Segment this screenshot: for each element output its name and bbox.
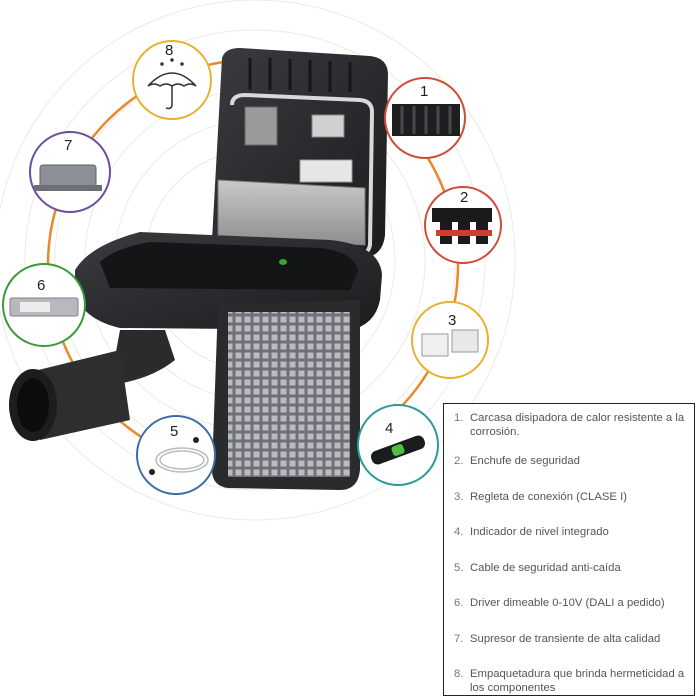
- callout-4-level-indicator: 4: [357, 404, 439, 486]
- legend-number: 4.: [454, 526, 464, 538]
- callout-number: 7: [64, 137, 72, 154]
- callout-7-surge-protector: 7: [29, 131, 111, 213]
- legend-box: 1. Carcasa disipadora de calor resistent…: [443, 403, 695, 696]
- terminal-block-image: [421, 333, 449, 357]
- callout-number: 4: [385, 420, 393, 437]
- callout-number: 6: [37, 277, 45, 294]
- callout-3-terminal-block: 3: [411, 301, 489, 379]
- legend-item: 2. Enchufe de seguridad: [454, 455, 686, 469]
- legend-text: Regleta de conexión (CLASE I): [470, 490, 627, 503]
- legend-number: 1.: [454, 412, 464, 424]
- level-icon: [370, 435, 426, 465]
- legend-item: 7. Supresor de transiente de alta calida…: [454, 633, 686, 647]
- legend-item: 6. Driver dimeable 0-10V (DALI a pedido): [454, 597, 686, 611]
- callout-2-safety-plug: 2: [424, 186, 502, 264]
- cable-icon: [155, 447, 209, 473]
- callout-6-driver: 6: [2, 263, 86, 347]
- legend-number: 7.: [454, 632, 464, 645]
- legend-number: 5.: [454, 561, 464, 574]
- plug-icon: [432, 208, 492, 244]
- callout-number: 3: [448, 312, 456, 329]
- legend-item: 1. Carcasa disipadora de calor resistent…: [454, 412, 686, 439]
- callout-number: 1: [420, 83, 428, 100]
- legend-text: Empaquetadura que brinda hermeticidad a …: [470, 668, 685, 694]
- legend-number: 3.: [454, 490, 464, 503]
- callout-number: 2: [460, 189, 468, 206]
- callout-8-gasket: 8: [132, 40, 212, 120]
- legend-text: Cable de seguridad anti-caída: [470, 561, 621, 574]
- legend-item: 3. Regleta de conexión (CLASE I): [454, 491, 686, 505]
- callout-number: 8: [165, 42, 173, 59]
- callout-1-heatsink: 1: [384, 77, 466, 159]
- legend-text: Indicador de nivel integrado: [470, 526, 609, 538]
- legend-item: 5. Cable de seguridad anti-caída: [454, 562, 686, 576]
- legend-text: Supresor de transiente de alta calidad: [470, 632, 661, 645]
- legend-item: 8. Empaquetadura que brinda hermeticidad…: [454, 668, 686, 695]
- legend-text: Driver dimeable 0-10V (DALI a pedido): [470, 597, 665, 609]
- legend-number: 6.: [454, 597, 464, 609]
- callout-number: 5: [170, 423, 178, 440]
- umbrella-icon: [147, 58, 197, 110]
- legend-item: 4. Indicador de nivel integrado: [454, 526, 686, 540]
- street-light-housing: [9, 48, 388, 490]
- legend-text: Carcasa disipadora de calor resistente a…: [470, 412, 685, 438]
- callout-5-safety-cable: 5: [136, 415, 216, 495]
- legend-text: Enchufe de seguridad: [470, 455, 580, 467]
- legend-number: 8.: [454, 668, 464, 680]
- legend-number: 2.: [454, 455, 464, 467]
